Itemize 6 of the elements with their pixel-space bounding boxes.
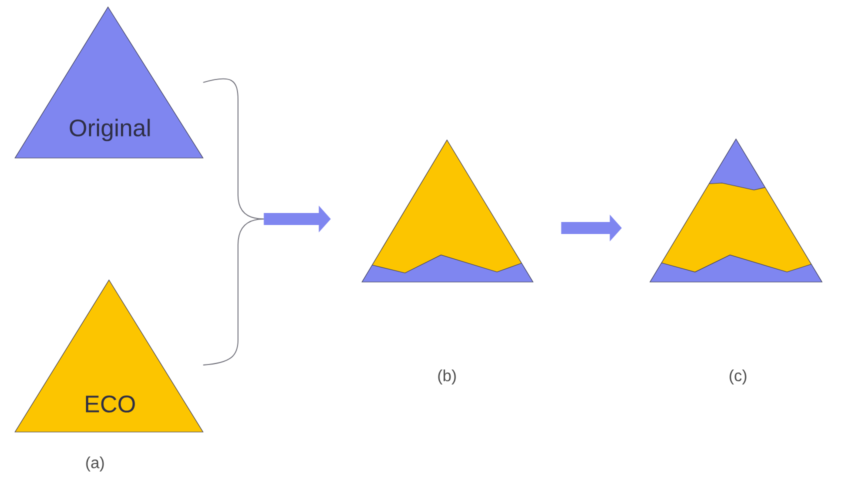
panel-label: (b): [438, 370, 456, 384]
triangle-label: ECO: [86, 396, 135, 412]
triangle-label: Original: [70, 118, 150, 142]
brace: [202, 218, 264, 366]
panel-label: (c): [730, 370, 746, 384]
panel-label: (a): [86, 456, 104, 472]
